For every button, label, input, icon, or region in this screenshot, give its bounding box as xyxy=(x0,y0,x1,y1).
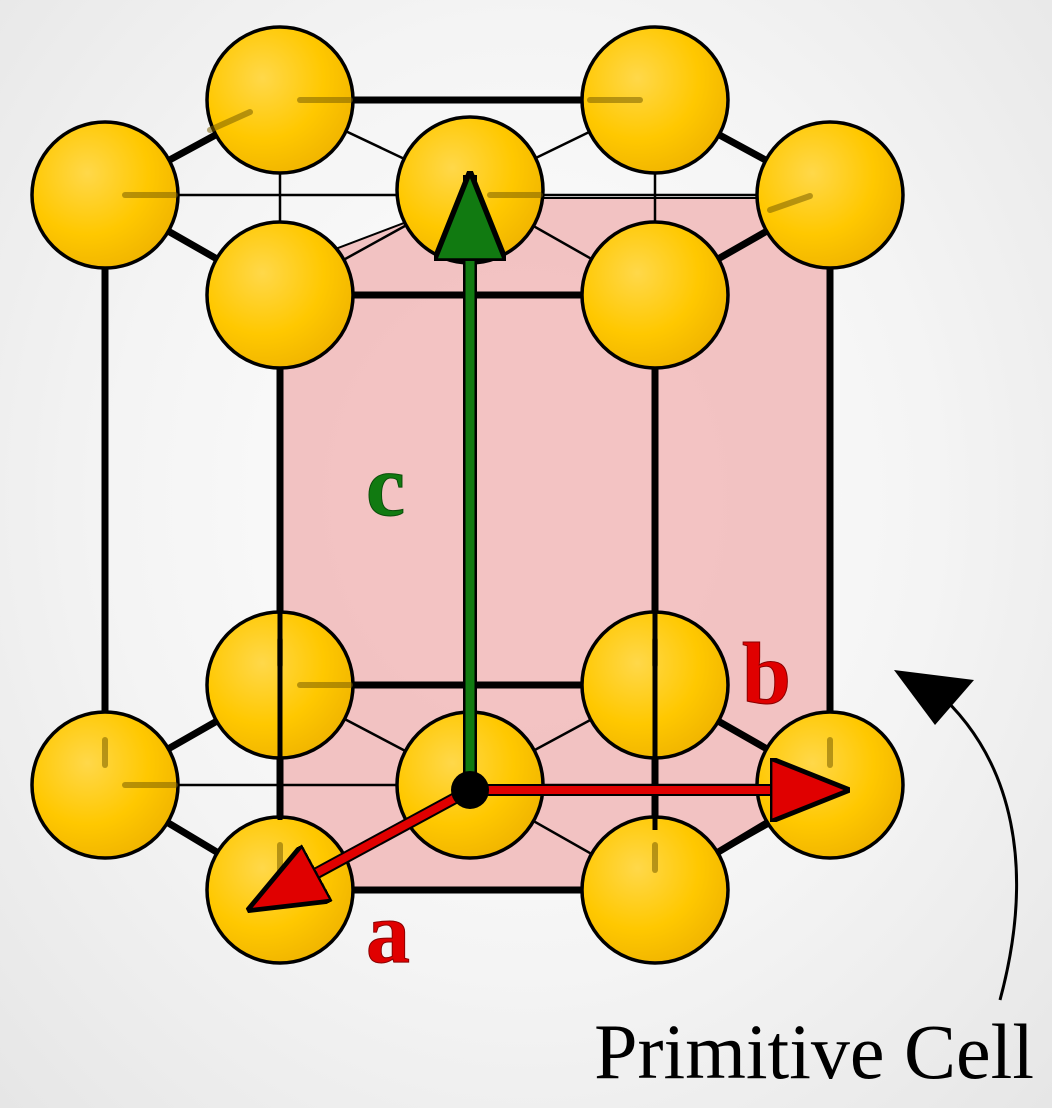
lattice-vectors xyxy=(254,175,842,907)
caption-primitive-cell: Primitive Cell xyxy=(594,1008,1034,1095)
origin-dot xyxy=(451,771,489,809)
atom-top-front-left xyxy=(205,220,355,370)
atom-bottom-front-right xyxy=(580,815,730,965)
atom-top-back-right xyxy=(580,25,730,175)
vector-a-arrow xyxy=(254,786,472,907)
label-c: c xyxy=(366,438,405,535)
atom-top-right xyxy=(755,120,905,270)
atoms xyxy=(30,25,905,965)
atom-top-front-right xyxy=(580,220,730,370)
label-b: b xyxy=(742,626,791,723)
pointer-arrow xyxy=(933,688,1019,1001)
label-a: a xyxy=(366,885,410,982)
